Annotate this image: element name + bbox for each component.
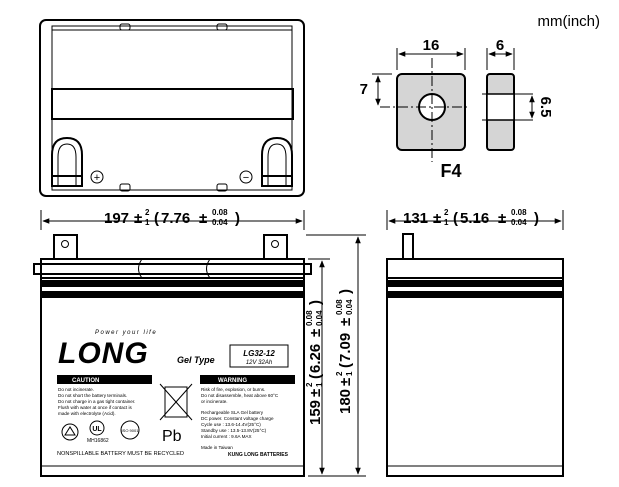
unit-label: mm(inch) xyxy=(538,13,601,30)
caution-line: Flush with water at once if contact is xyxy=(58,405,132,410)
svg-text:): ) xyxy=(307,300,324,305)
warning-title: WARNING xyxy=(218,378,247,384)
front-view: LONG Power your life Gel Type LG32-12 12… xyxy=(33,234,312,477)
iso-badge: ISO 9001 xyxy=(122,428,140,433)
warning-line: Cycle use : 13.6-14.4V(25°C) xyxy=(201,422,261,427)
crossed-bin-icon xyxy=(159,383,193,421)
length-base: 197 xyxy=(104,210,129,227)
svg-text:±: ± xyxy=(498,210,506,227)
caution-line: Do not short the battery terminals. xyxy=(58,393,127,398)
width-dimension: 131 ± 2 1 ( 5.16 ± 0.08 0.04 ) xyxy=(386,208,564,230)
negative-symbol: − xyxy=(243,172,249,184)
length-inch: 7.76 xyxy=(161,210,190,227)
svg-text:±: ± xyxy=(337,378,354,386)
length-tol-plus: 2 xyxy=(145,208,150,217)
width-tol-minus: 1 xyxy=(444,218,449,227)
negative-mark: − xyxy=(239,170,253,184)
maker-label: KUNG LONG BATTERIES xyxy=(228,452,289,458)
svg-text:±: ± xyxy=(307,329,324,337)
model-label: LG32-12 xyxy=(243,349,275,358)
total-height-base: 180 xyxy=(337,389,354,414)
total-height-dimension: 180 ± 2 1 ( 7.09 ± 0.08 0.04 ) xyxy=(306,234,366,475)
terminal-height: 7 xyxy=(360,81,368,98)
width-inch: 5.16 xyxy=(460,210,489,227)
nonspillable-label: NONSPILLABLE BATTERY MUST BE RECYCLED xyxy=(57,451,184,457)
terminal-label: F4 xyxy=(440,161,461,181)
total-height-tol-minus: 1 xyxy=(345,371,354,376)
length-inch-plus: 0.08 xyxy=(212,208,228,217)
side-view xyxy=(386,233,564,477)
height-dimension: 159 ± 2 1 ( 6.26 ± 0.08 0.04 ) xyxy=(305,258,366,477)
warning-line: Initial current : 9.6A MAX xyxy=(201,434,252,439)
positive-mark: + xyxy=(90,170,104,184)
rating-label: 12V 32Ah xyxy=(246,360,273,366)
svg-text:(: ( xyxy=(154,210,159,227)
caution-text: Do not incinerate. Do not short the batt… xyxy=(58,387,135,416)
ul-code: MH16862 xyxy=(87,438,109,444)
height-inch-minus: 0.04 xyxy=(315,310,324,326)
width-inch-minus: 0.04 xyxy=(511,218,527,227)
terminal-thickness: 6 xyxy=(496,37,504,54)
svg-text:): ) xyxy=(534,210,539,227)
height-inch-plus: 0.08 xyxy=(305,310,314,326)
height-tol-minus: 1 xyxy=(315,382,324,387)
svg-text:±: ± xyxy=(199,210,207,227)
height-base: 159 xyxy=(307,400,324,425)
pb-symbol: Pb xyxy=(162,428,182,445)
made-in-label: Made in Taiwan xyxy=(201,445,233,450)
terminal-detail: 16 6 7 6.5 F4 xyxy=(360,37,554,181)
total-height-tol-plus: 2 xyxy=(335,371,344,376)
total-height-inch-plus: 0.08 xyxy=(335,299,344,315)
svg-text:±: ± xyxy=(307,389,324,397)
warning-line: or incinerate. xyxy=(201,399,228,404)
total-height-inch-minus: 0.04 xyxy=(345,299,354,315)
ul-mark: UL xyxy=(92,426,102,433)
svg-text:(: ( xyxy=(453,210,458,227)
height-tol-plus: 2 xyxy=(305,382,314,387)
svg-text:±: ± xyxy=(134,210,142,227)
terminal-hole: 6.5 xyxy=(537,97,554,118)
brand-logo: LONG xyxy=(58,337,149,370)
ul-mark-icon: UL xyxy=(89,420,105,436)
svg-text:(: ( xyxy=(307,374,324,379)
warning-line: Rechargeable SLA Gel battery xyxy=(201,410,264,415)
positive-symbol: + xyxy=(94,172,100,184)
series-label: Gel Type xyxy=(177,355,215,365)
caution-title: CAUTION xyxy=(72,378,99,384)
height-inch: 6.26 xyxy=(307,344,324,373)
svg-text:): ) xyxy=(235,210,240,227)
length-tol-minus: 1 xyxy=(145,218,150,227)
recycle-icon xyxy=(61,423,79,441)
svg-text:(: ( xyxy=(337,363,354,368)
caution-line: made with electrolyte (Acid). xyxy=(58,411,116,416)
brand-slogan: Power your life xyxy=(95,330,157,336)
width-base: 131 xyxy=(403,210,428,227)
length-inch-minus: 0.04 xyxy=(212,218,228,227)
top-view: + − xyxy=(39,19,305,197)
width-tol-plus: 2 xyxy=(444,208,449,217)
warning-line: Do not disassemble, heat above 60°C xyxy=(201,393,279,398)
svg-text:±: ± xyxy=(433,210,441,227)
caution-line: Do not incinerate. xyxy=(58,387,94,392)
length-dimension: 197 ± 2 1 ( 7.76 ± 0.08 0.04 ) xyxy=(40,208,305,230)
caution-line: Do not charge in a gas tight container. xyxy=(58,399,135,404)
svg-text:): ) xyxy=(337,289,354,294)
iso-badge-icon: ISO 9001 xyxy=(120,420,140,440)
warning-line: DC power. Constant voltage charge xyxy=(201,416,274,421)
total-height-inch: 7.09 xyxy=(337,333,354,362)
terminal-width: 16 xyxy=(423,37,440,54)
svg-text:±: ± xyxy=(337,318,354,326)
warning-text: Risk of fire, explosion, or burns. Do no… xyxy=(201,387,279,439)
width-inch-plus: 0.08 xyxy=(511,208,527,217)
warning-line: Standby use : 13.5-13.8V(25°C) xyxy=(201,428,267,433)
warning-line: Risk of fire, explosion, or burns. xyxy=(201,387,265,392)
